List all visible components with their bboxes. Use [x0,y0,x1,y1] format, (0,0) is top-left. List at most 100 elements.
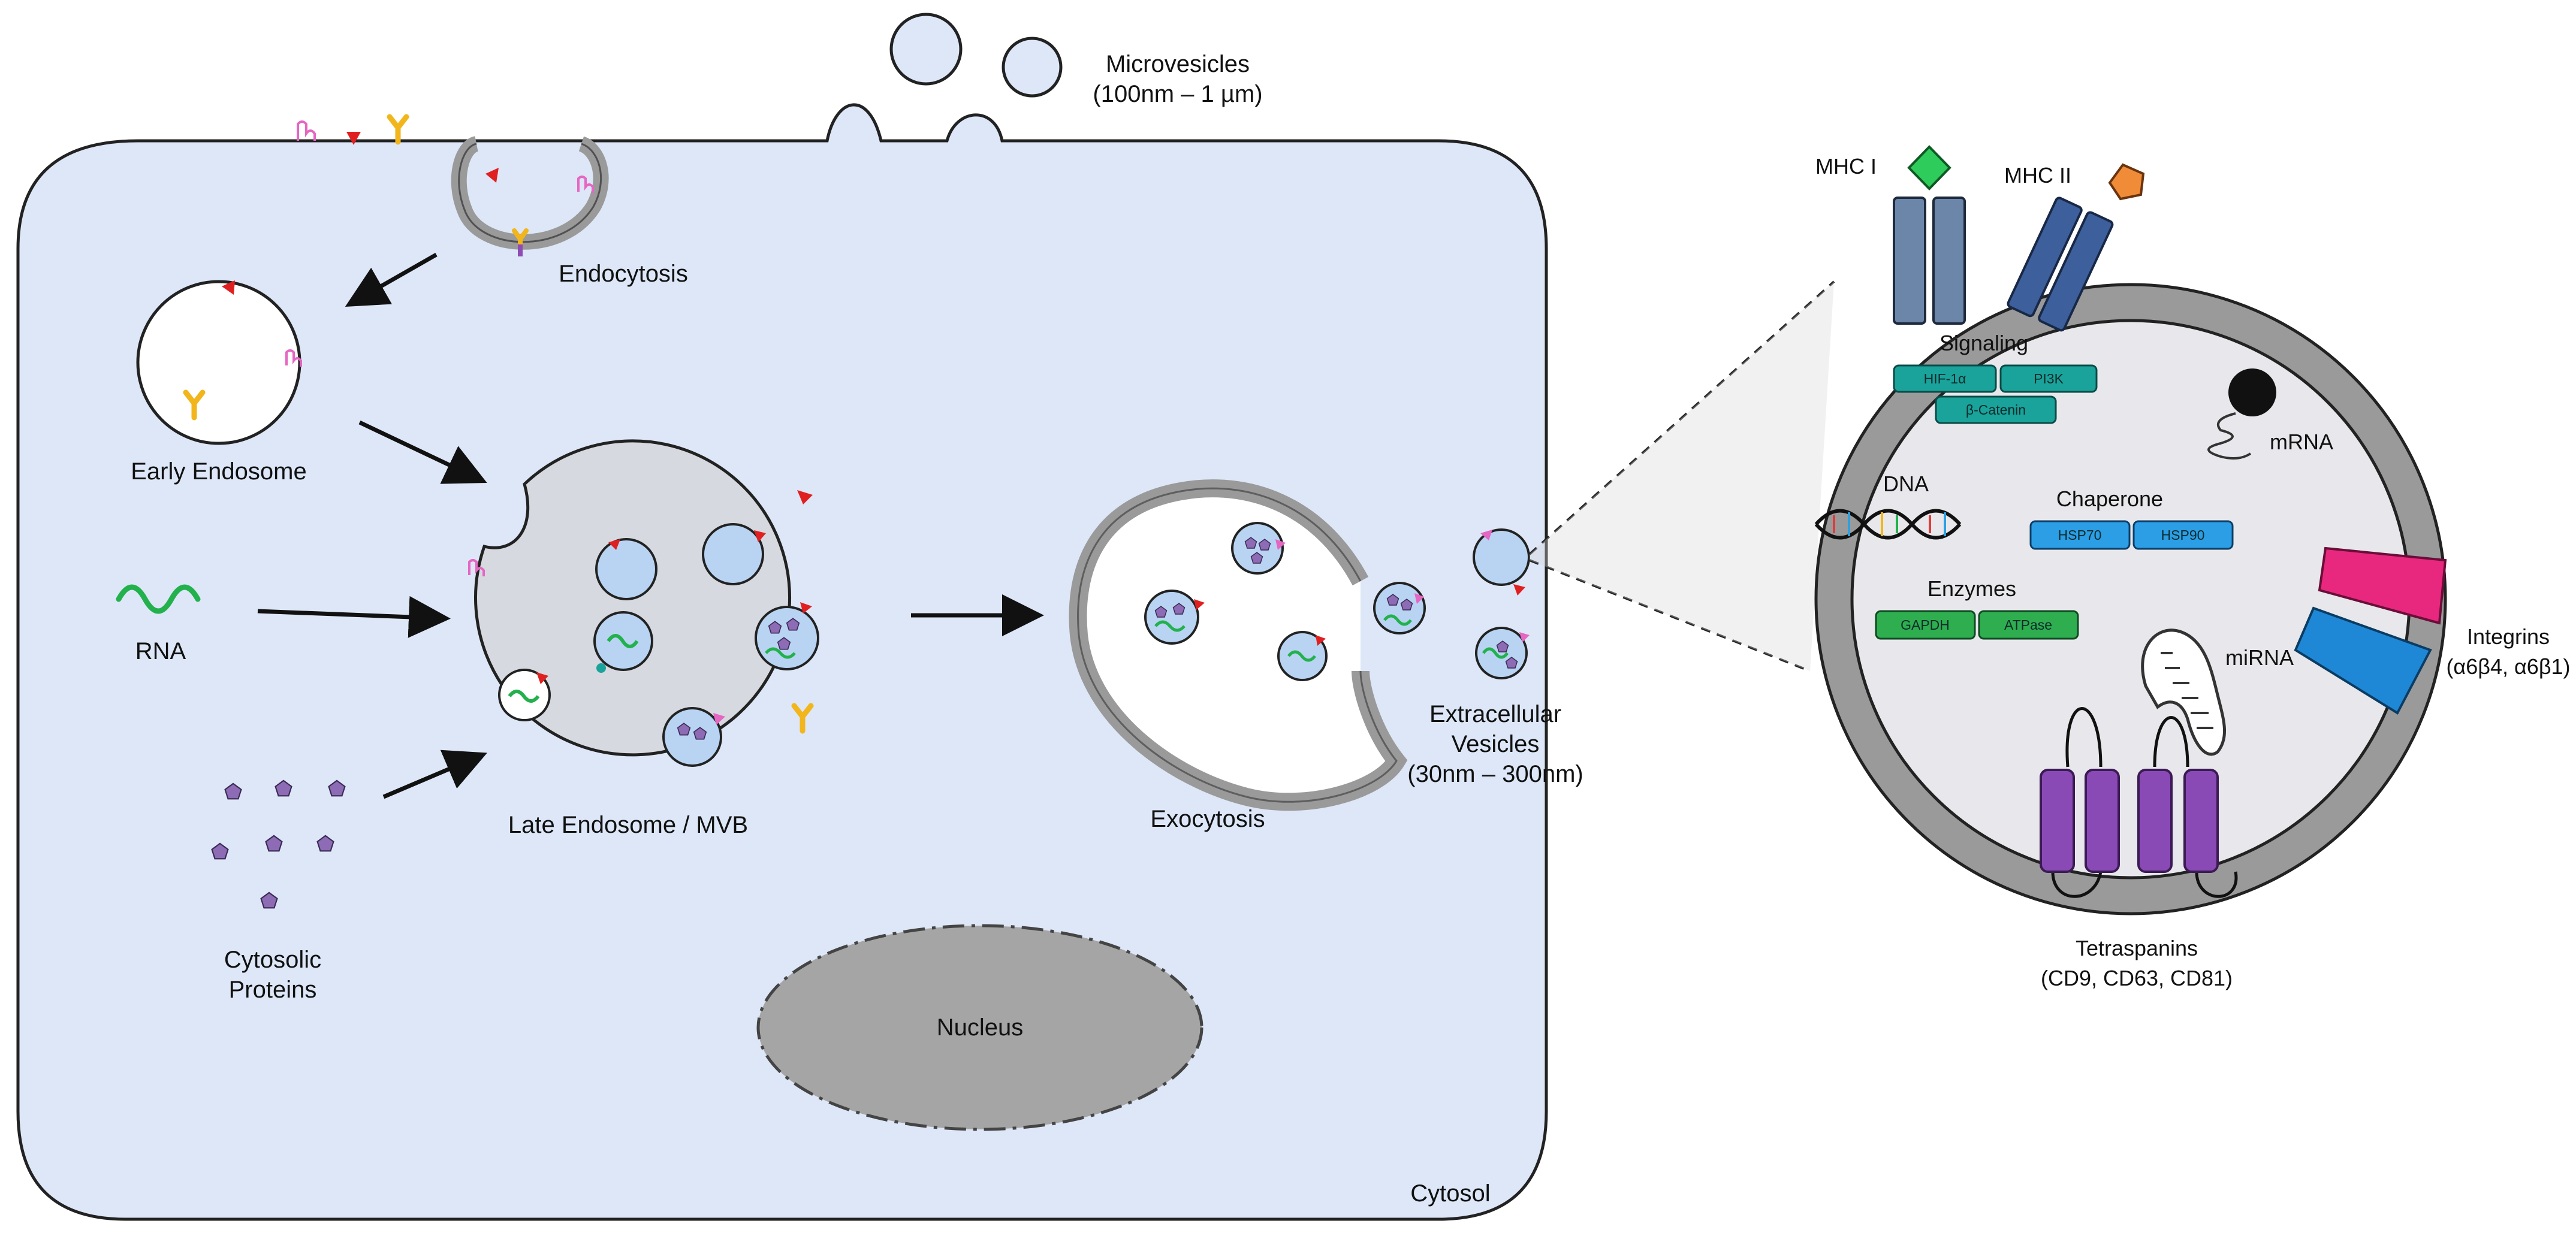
mrna-label: mRNA [2270,430,2333,454]
chaperone-chip [2029,520,2131,550]
rna-strand [116,584,201,614]
intraluminal-vesicle [662,707,725,767]
late-endosome-mvb: Late Endosome / MVB [468,439,819,838]
signaling-chip-label: HIF-1α [1924,371,1966,386]
released-exosome [1475,627,1530,679]
exocytosis: Exocytosis [1069,479,1408,832]
cytosolic-proteins-label-line2: Proteins [229,977,317,1003]
exocytosis-label: Exocytosis [1150,806,1265,832]
enzyme-chip-label: ATPase [2004,617,2052,633]
cytosol-label: Cytosol [1410,1180,1490,1207]
intraluminal-vesicle [702,523,766,585]
nucleus-label: Nucleus [937,1014,1024,1041]
extracellular-vesicles-label-line2: Vesicles [1452,731,1540,757]
released-exosome [1473,528,1530,596]
microvesicles-label: Microvesicles [1106,51,1250,77]
mhc1: MHC I [1815,145,1966,325]
mhc1-peptide [1907,145,1951,191]
arrow-endocytosis-to-early [345,252,438,307]
exosome [1231,522,1286,575]
signaling-group: Signaling HIF-1α PI3K β-Catenin [1893,331,2098,424]
enzymes-label: Enzymes [1928,576,2016,601]
exosome [1277,631,1328,681]
early-endosome-vesicle [136,280,301,445]
integrins: Integrins (α6β4, α6β1) [2294,546,2571,715]
chaperone-chip-label: HSP70 [2058,527,2102,543]
dna-helix [1814,509,1962,540]
yellow-receptor-early [183,389,206,421]
dna-label: DNA [1883,472,1929,496]
signaling-chip-label: β-Catenin [1966,402,2026,418]
exosome [1144,590,1205,645]
mirna-group: miRNA [2141,628,2294,756]
red-receptor-pit [485,168,499,183]
extracellular-vesicles-label-line1: Extracellular [1429,701,1561,727]
released-evs: Extracellular Vesicles (30nm – 300nm) [1373,528,1583,787]
tetraspanin-helix [2040,769,2075,873]
rna-source: RNA [116,584,201,664]
surface-receptors [297,114,409,145]
integrin-pink [2318,546,2447,625]
integrin-blue [2294,606,2432,715]
signaling-chip [1935,395,2057,424]
late-endosome-label: Late Endosome / MVB [508,812,748,838]
signaling-label: Signaling [1939,331,2028,355]
yellow-receptor-mvb [791,703,814,734]
intraluminal-vesicle [593,611,653,673]
intraluminal-vesicle [595,538,657,600]
chaperone-chip-label: HSP90 [2161,527,2205,543]
pink-receptor-surface [297,120,316,141]
mirna-hairpin [2141,628,2226,756]
ev-detail: MHC I MHC II Signaling HIF-1α PI3K β-Cat… [1814,145,2571,990]
pink-receptor-early [285,349,302,367]
signaling-chip [1893,364,1997,393]
arrow-rna-to-late [257,596,451,638]
released-exosome [1373,582,1426,634]
mrna-group: mRNA [2207,368,2333,460]
chaperone-label: Chaperone [2056,486,2163,511]
red-receptor-early [222,280,235,295]
chaperone-chip [2132,520,2234,550]
arrow-early-to-late [358,420,487,484]
yellow-receptor-surface [387,114,409,145]
enzymes-group: Enzymes GAPDH ATPase [1875,576,2079,640]
intraluminal-vesicle [498,669,551,721]
tetraspanin-helix [2137,769,2173,873]
pink-receptor-mvb [468,559,485,576]
arrow-proteins-to-late [382,750,487,799]
tetraspanin-helix [2183,769,2219,873]
tetraspanin-helix [2085,769,2120,873]
red-receptor-mvb [797,490,813,504]
enzyme-chip [1875,610,1976,640]
tetraspanins-detail-label: (CD9, CD63, CD81) [2041,966,2233,990]
microvesicle [889,13,963,86]
mirna-label: miRNA [2225,645,2294,670]
tetraspanins-label: Tetraspanins [2076,936,2198,960]
microvesicles-size-label: (100nm – 1 µm) [1093,81,1262,107]
dna-group: DNA [1814,472,1962,540]
extracellular-vesicles-size-label: (30nm – 300nm) [1407,761,1583,787]
mhc1-label: MHC I [1815,154,1877,179]
cytosolic-proteins: Cytosolic Proteins [211,779,346,1003]
mhc2-peptide [2108,163,2145,201]
microvesicle [1002,37,1063,98]
early-endosome-label: Early Endosome [131,458,306,485]
enzyme-chip-label: GAPDH [1901,617,1950,633]
endocytosis-pit: Endocytosis [451,136,688,287]
mhc2-label: MHC II [2004,163,2071,188]
rna-label: RNA [135,638,186,664]
zoom-lines [1528,280,1835,672]
early-endosome: Early Endosome [131,280,307,485]
chaperone-group: Chaperone HSP70 HSP90 [2029,486,2234,550]
signaling-chip [1999,364,2098,393]
intraluminal-vesicle [755,602,819,670]
arrows [257,252,1044,799]
pink-receptor-pit [577,176,594,193]
nucleus-body [756,924,1203,1131]
cytosolic-proteins-label-line1: Cytosolic [224,947,321,973]
integrins-label: Integrins [2467,624,2550,649]
tetraspanin-loops [2051,707,2238,898]
signaling-chip-label: PI3K [2034,371,2064,386]
